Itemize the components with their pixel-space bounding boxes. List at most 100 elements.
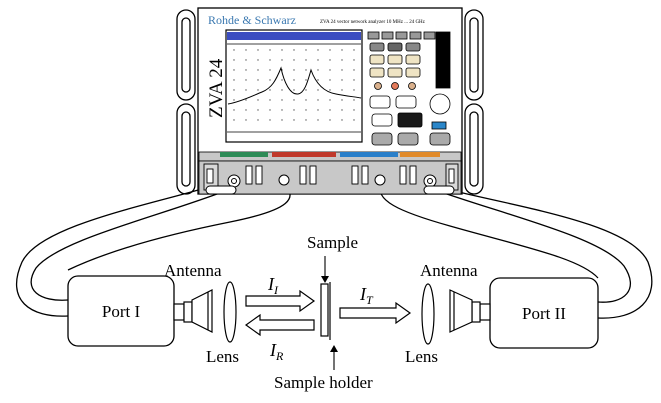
grid-dot bbox=[269, 79, 271, 81]
knob-small-3[interactable] bbox=[408, 82, 416, 90]
antenna-left bbox=[173, 289, 213, 333]
screen-trace bbox=[227, 66, 362, 105]
grid-dot bbox=[329, 109, 331, 111]
grid-dot bbox=[257, 49, 259, 51]
cables bbox=[16, 181, 653, 319]
grid-dot bbox=[317, 69, 319, 71]
port-color-blue bbox=[340, 152, 398, 157]
screen-grid bbox=[233, 49, 355, 121]
key-beige-6[interactable] bbox=[405, 67, 421, 78]
network-analyzer: Rohde & Schwarz ZVA 24 vector network an… bbox=[176, 7, 484, 195]
grid-dot bbox=[353, 89, 355, 91]
grid-dot bbox=[341, 99, 343, 101]
grid-dot bbox=[281, 109, 283, 111]
grid-dot bbox=[329, 69, 331, 71]
key-white-3[interactable] bbox=[371, 113, 393, 127]
knob-small-1[interactable] bbox=[374, 82, 382, 90]
grid-dot bbox=[245, 89, 247, 91]
port-connector-2[interactable] bbox=[278, 174, 290, 186]
key-d[interactable] bbox=[409, 31, 422, 40]
grid-dot bbox=[293, 69, 295, 71]
port-color-green bbox=[220, 152, 268, 157]
grid-dot bbox=[317, 59, 319, 61]
grid-dot bbox=[341, 69, 343, 71]
key-gray-3[interactable] bbox=[429, 132, 451, 146]
key-h[interactable] bbox=[405, 42, 421, 52]
key-gray-1[interactable] bbox=[371, 132, 393, 146]
front-model-label: ZVA 24 bbox=[206, 58, 227, 118]
grid-dot bbox=[341, 49, 343, 51]
grid-dot bbox=[233, 59, 235, 61]
grid-dot bbox=[353, 49, 355, 51]
key-dark[interactable] bbox=[397, 112, 423, 128]
key-f[interactable] bbox=[369, 42, 385, 52]
grid-dot bbox=[353, 119, 355, 121]
grid-dot bbox=[257, 59, 259, 61]
key-g[interactable] bbox=[387, 42, 403, 52]
grid-dot bbox=[341, 119, 343, 121]
port-color-orange bbox=[400, 152, 440, 157]
grid-dot bbox=[353, 69, 355, 71]
grid-dot bbox=[281, 49, 283, 51]
cable-cap-right bbox=[423, 185, 455, 195]
grid-dot bbox=[293, 59, 295, 61]
grid-dot bbox=[233, 79, 235, 81]
cable-mid-right bbox=[379, 181, 599, 279]
key-b[interactable] bbox=[381, 31, 394, 40]
grid-dot bbox=[293, 89, 295, 91]
grid-dot bbox=[257, 69, 259, 71]
antenna-left-label: Antenna bbox=[164, 261, 222, 280]
grid-dot bbox=[269, 119, 271, 121]
grid-dot bbox=[293, 109, 295, 111]
grid-dot bbox=[317, 99, 319, 101]
key-beige-2[interactable] bbox=[387, 54, 403, 65]
grid-dot bbox=[341, 109, 343, 111]
sample-slab bbox=[320, 283, 329, 337]
grid-dot bbox=[305, 69, 307, 71]
key-blue[interactable] bbox=[431, 121, 447, 130]
port-color-red bbox=[272, 152, 336, 157]
lens-left-label: Lens bbox=[206, 347, 239, 366]
rotary-knob[interactable] bbox=[429, 93, 451, 115]
key-beige-4[interactable] bbox=[369, 67, 385, 78]
grid-dot bbox=[329, 49, 331, 51]
grid-dot bbox=[233, 109, 235, 111]
key-c[interactable] bbox=[395, 31, 408, 40]
key-beige-1[interactable] bbox=[369, 54, 385, 65]
knob-small-2[interactable] bbox=[391, 82, 399, 90]
key-beige-5[interactable] bbox=[387, 67, 403, 78]
grid-dot bbox=[245, 99, 247, 101]
grid-dot bbox=[317, 49, 319, 51]
key-white-1[interactable] bbox=[369, 95, 391, 109]
key-e[interactable] bbox=[423, 31, 436, 40]
grid-dot bbox=[233, 49, 235, 51]
transmitted-label: IT bbox=[359, 284, 374, 307]
port-strip bbox=[198, 151, 462, 195]
grid-dot bbox=[341, 59, 343, 61]
sample-holder-label: Sample holder bbox=[274, 373, 373, 392]
incident-arrow bbox=[245, 289, 316, 313]
grid-dot bbox=[257, 99, 259, 101]
grid-dot bbox=[257, 79, 259, 81]
key-white-2[interactable] bbox=[395, 95, 417, 109]
key-a[interactable] bbox=[367, 31, 380, 40]
cable-port1-inner bbox=[30, 185, 239, 301]
key-gray-2[interactable] bbox=[397, 132, 419, 146]
grid-dot bbox=[245, 49, 247, 51]
key-panel bbox=[367, 31, 451, 146]
port2-label: Port II bbox=[522, 304, 566, 323]
brand-label: Rohde & Schwarz bbox=[208, 13, 296, 27]
port-connector-3[interactable] bbox=[374, 174, 386, 186]
grid-dot bbox=[233, 119, 235, 121]
grid-dot bbox=[233, 69, 235, 71]
grid-dot bbox=[353, 99, 355, 101]
grid-dot bbox=[329, 89, 331, 91]
reflected-label: IR bbox=[269, 340, 284, 363]
grid-dot bbox=[281, 119, 283, 121]
key-beige-3[interactable] bbox=[405, 54, 421, 65]
grid-dot bbox=[269, 89, 271, 91]
grid-dot bbox=[317, 89, 319, 91]
lens-right bbox=[421, 283, 435, 345]
grid-dot bbox=[293, 79, 295, 81]
grid-dot bbox=[233, 99, 235, 101]
